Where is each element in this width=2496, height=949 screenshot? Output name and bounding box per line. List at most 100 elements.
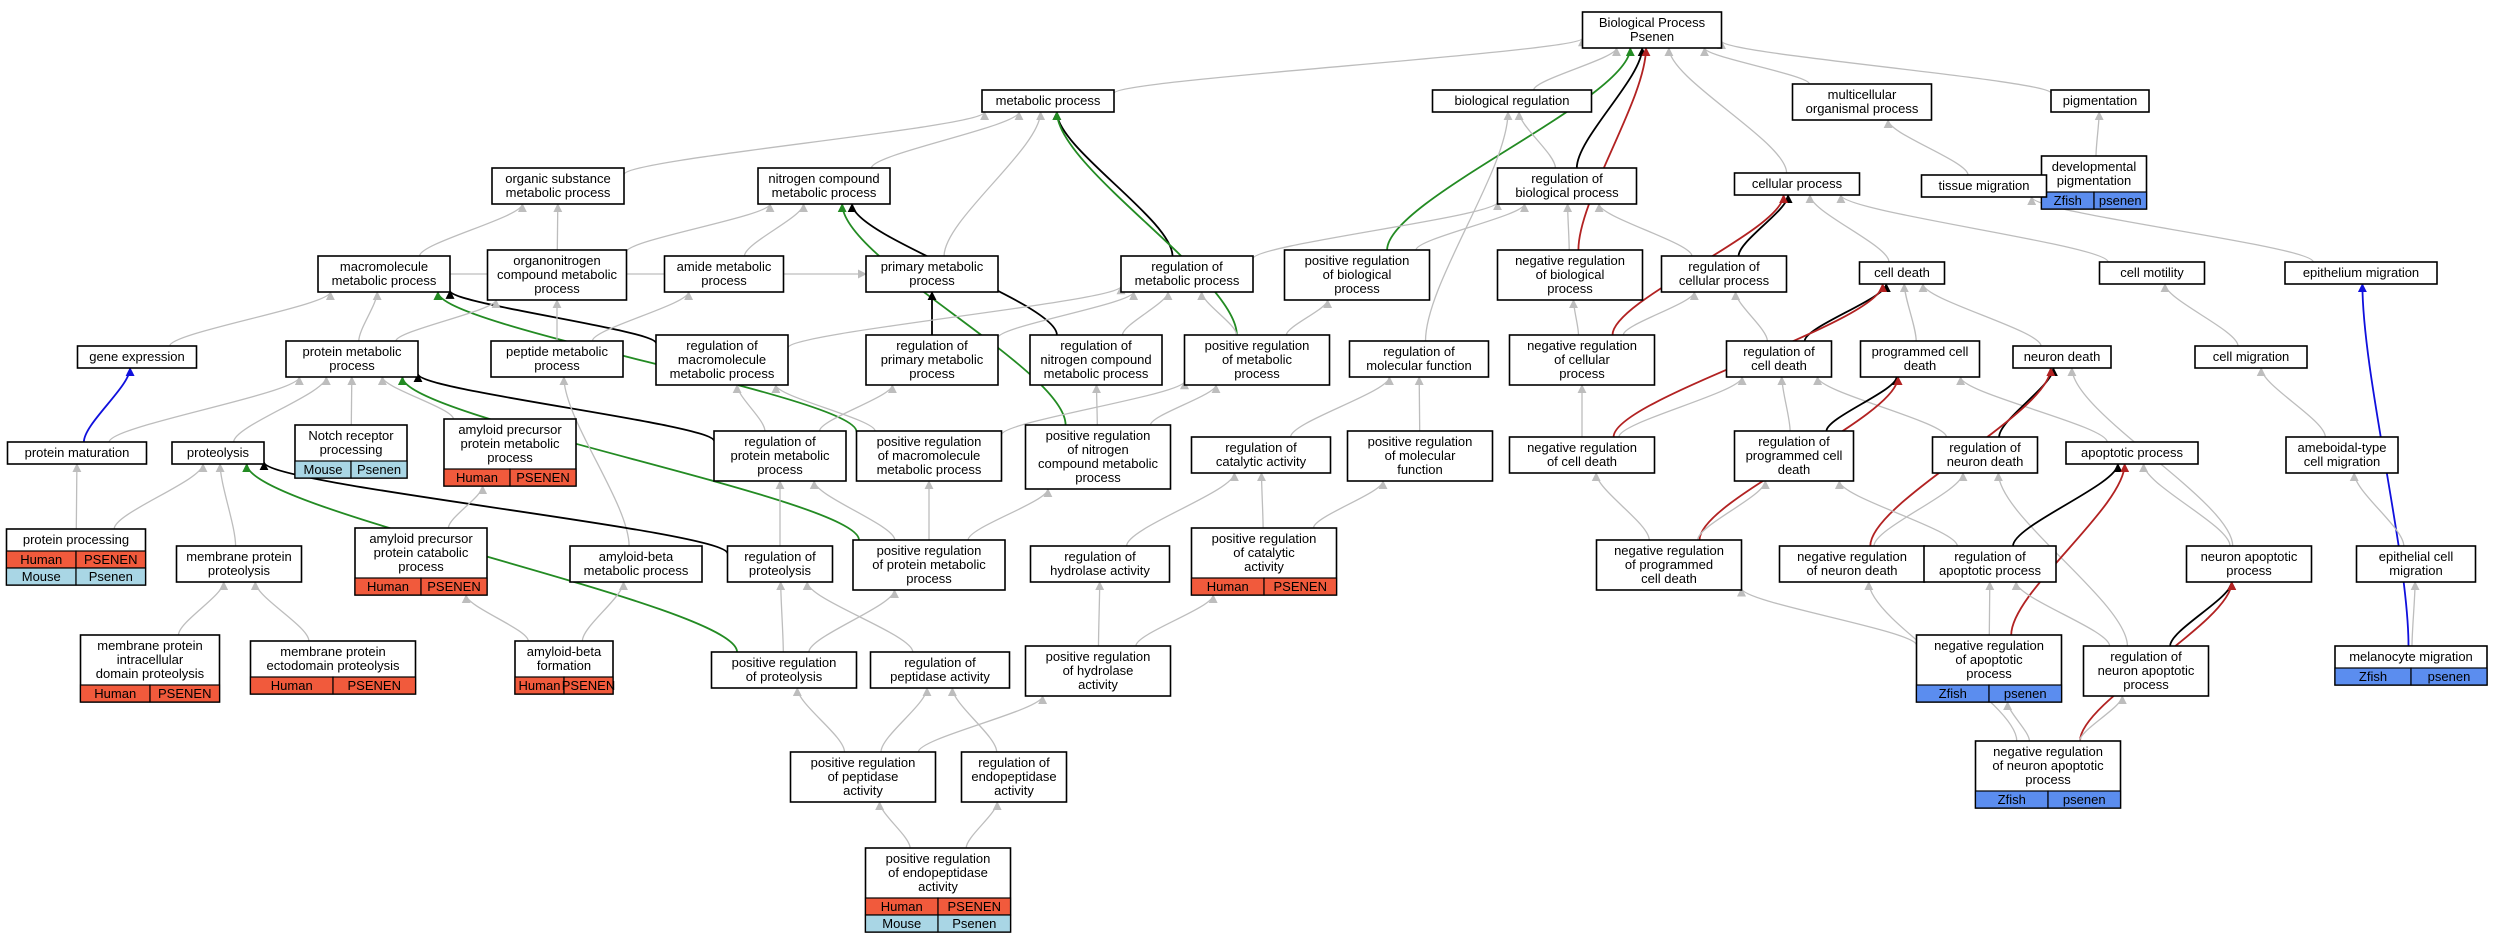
go-term-bioreg[interactable]: biological regulation <box>1431 89 1593 113</box>
go-term-cellmig[interactable]: cell migration <box>2194 345 2308 369</box>
go-term-protmat[interactable]: protein maturation <box>6 441 148 465</box>
go-term-celldeath[interactable]: cell death <box>1858 261 1946 285</box>
edge-regmacro-to-macro <box>445 289 657 345</box>
species-tag-label: Psenen <box>89 569 133 584</box>
term-box <box>1923 545 2057 583</box>
edge-posregprotmetab-to-regprotmetab <box>809 480 896 541</box>
term-label-line: regulation of <box>1383 344 1455 359</box>
go-term-tissuemig[interactable]: tissue migration <box>1920 174 2048 198</box>
go-term-metabolic[interactable]: metabolic process <box>981 89 1115 113</box>
term-label-line: regulation of <box>1758 434 1830 449</box>
edge-notch-to-protmetab <box>347 376 357 426</box>
species-tag-label: PSENEN <box>516 470 569 485</box>
term-label-line: tissue migration <box>1938 178 2029 193</box>
go-term-neurondeath[interactable]: neuron death <box>2012 345 2112 369</box>
edge-melanocyte-to-epicellmig <box>2410 581 2420 647</box>
edge-posregmacro-to-posregmetab <box>1000 380 1189 436</box>
term-label-line: biological process <box>1515 185 1619 200</box>
edge-apoptotic-to-pcd <box>1956 376 2108 443</box>
edge-reghydrolase-to-regcatalytic <box>1125 472 1239 547</box>
go-term-proteolysis[interactable]: proteolysis <box>171 441 265 465</box>
term-box <box>1725 340 1833 378</box>
species-tag-mouse: Mouse <box>294 460 352 479</box>
go-term-cellmot[interactable]: cell motility <box>2098 261 2206 285</box>
term-label-line: primary metabolic <box>881 352 984 367</box>
term-label-line: compound metabolic <box>1038 456 1158 471</box>
species-tag-cell <box>937 914 1012 933</box>
edge-posregendopep-to-regendopep <box>965 801 1002 849</box>
go-term-cellular[interactable]: cellular process <box>1733 172 1861 196</box>
term-label-line: of protein metabolic <box>872 557 986 572</box>
go-term-epimig[interactable]: epithelium migration <box>2284 261 2438 285</box>
go-term-apoptotic[interactable]: apoptotic process <box>2065 441 2199 465</box>
term-label-line: negative regulation <box>1797 549 1907 564</box>
go-term-pigmentation[interactable]: pigmentation <box>2050 89 2150 113</box>
edge-posreghydrolase-to-reghydrolase <box>1095 581 1105 647</box>
term-label-line: neuron death <box>1947 454 2024 469</box>
go-term-geneexp[interactable]: gene expression <box>76 345 198 369</box>
